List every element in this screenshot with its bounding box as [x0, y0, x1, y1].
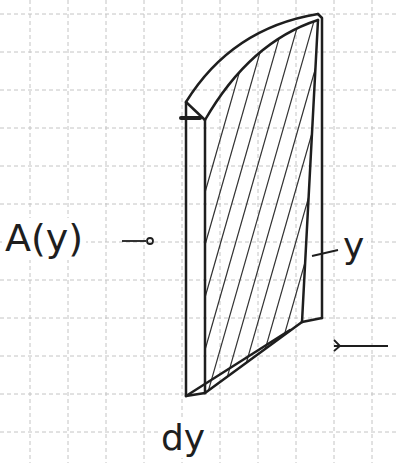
thickness-label: dy: [158, 418, 208, 458]
height-label: y: [340, 226, 367, 266]
slab-outline: [181, 14, 322, 396]
hatching: [140, 0, 396, 420]
area-label: A(y): [2, 218, 86, 260]
